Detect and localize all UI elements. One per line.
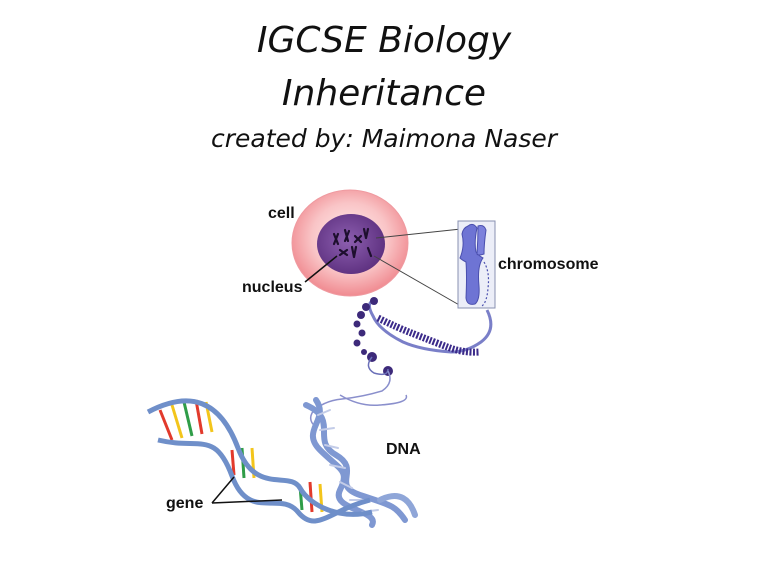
label-nucleus: nucleus: [242, 279, 303, 296]
slide-subtitle: created by: Maimona Naser: [210, 124, 558, 153]
slide-title-line1: IGCSE Biology: [256, 20, 512, 61]
chromosome-illustration: [373, 220, 496, 309]
nucleus-illustration: [317, 214, 385, 274]
leader-lines: [211, 255, 338, 504]
label-chromosome: chromosome: [498, 256, 599, 273]
cell-illustration: [291, 189, 409, 297]
slide-title-line2: Inheritance: [281, 73, 487, 114]
gene-helix-illustration: [146, 398, 373, 524]
nucleus-chromosomes: [332, 227, 373, 259]
label-cell: cell: [268, 205, 295, 222]
chromatin-coil: [309, 297, 493, 428]
dna-illustration: [303, 397, 418, 528]
label-gene: gene: [166, 495, 203, 512]
label-dna: DNA: [386, 441, 421, 458]
